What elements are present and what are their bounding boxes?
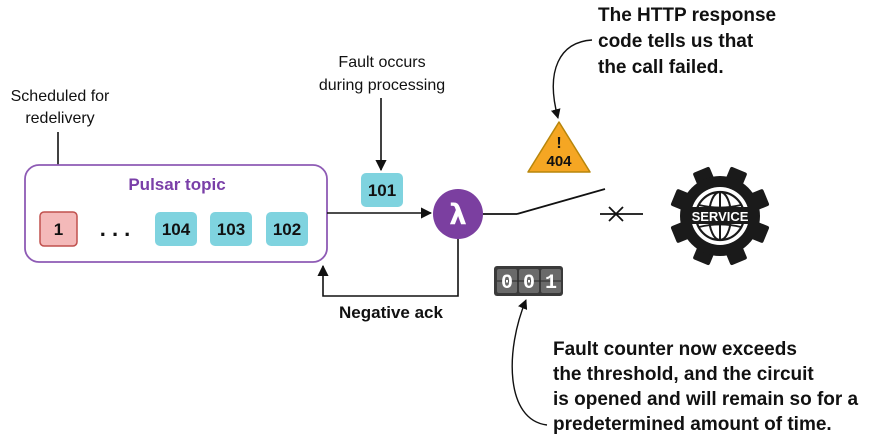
warning-404-icon: ! 404 [527,121,591,173]
pulsar-topic-title: Pulsar topic [128,175,225,194]
open-circuit-x-icon [608,206,624,222]
negative-ack-label: Negative ack [339,303,443,322]
service-gear-icon: SERVICE [670,166,770,266]
http-note-line3: the call failed. [598,57,724,78]
warning-code: 404 [546,153,572,170]
scheduled-label-line1: Scheduled for [11,88,110,105]
redelivery-message-box [39,211,78,247]
message-label-101: 101 [368,181,396,200]
counter-note-line4: predetermined amount of time. [553,414,832,435]
lambda-symbol: λ [449,198,467,231]
message-label-103: 103 [217,220,245,239]
scheduled-label-line2: redelivery [25,110,94,127]
counter-note-arrow [511,299,548,426]
counter-note-line1: Fault counter now exceeds [553,339,797,360]
warning-mark: ! [556,135,561,152]
message-box-102 [266,212,308,246]
fault-counter-digit-3: 1 [545,272,557,295]
fault-counter-digit-2: 0 [523,272,535,295]
message-label-102: 102 [273,220,301,239]
message-label-104: 104 [162,220,191,239]
message-box-104 [155,212,197,246]
fault-label-line1: Fault occurs [338,54,425,71]
fault-label-line2: during processing [319,77,445,94]
counter-note-line3: is opened and will remain so for a [553,389,859,410]
fault-counter-digit-1: 0 [501,272,513,295]
switch-arm [516,188,606,215]
message-box-103 [210,212,252,246]
counter-note-line2: the threshold, and the circuit [553,364,814,385]
http-note-line2: code tells us that [598,31,754,52]
service-label: SERVICE [692,209,749,224]
ellipsis: . . . [100,216,131,241]
lambda-function-node [433,189,483,239]
negative-ack-arrow [317,239,459,297]
message-box-101 [361,173,403,207]
http-note-arrow [550,39,593,119]
http-note-line1: The HTTP response [598,5,776,26]
fault-counter: 0 0 1 [494,266,563,296]
redelivery-message-label: 1 [54,220,63,239]
